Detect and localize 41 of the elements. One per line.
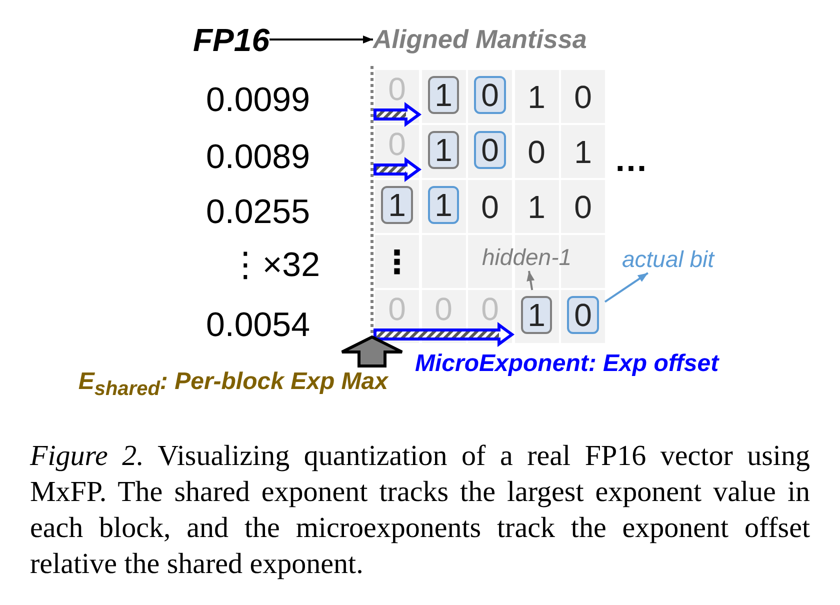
shared-exponent-label: E$_{shared}$: Per-block Exp Max [78,368,388,402]
figure-caption: Figure 2. Visualizing quantization of a real FP16 vector using MxFP. The shared exponent tracks the largest exponent value in each block, and the microexponents track the exponent offset relative the shared exponent. [30,439,810,582]
grid-cell [561,290,605,343]
bit-digit: 1 [528,189,546,225]
highlighted-bit: 0 [567,296,599,334]
annotation-label: actual bit [622,246,714,273]
annotation-label: hidden-1 [482,244,572,271]
arrow [270,36,373,44]
bit-digit: 0 [574,189,592,225]
grid-cell [375,235,419,288]
microexponent-label: MicroExponent: Exp offset [415,350,719,378]
bit-digit: 0 [481,189,499,225]
ellipsis: … [614,140,648,180]
leader-line [526,270,535,290]
bit-digit: 1 [574,134,592,170]
highlighted-bit: 1 [428,131,460,169]
highlighted-bit: 1 [428,76,460,114]
column-heading: FP16 [193,21,270,59]
column-heading: Aligned Mantissa [373,24,587,55]
highlighted-bit: 0 [474,76,506,114]
highlighted-bit: 1 [381,186,413,224]
grid-cell [422,70,466,123]
value-label: 0.0099 [206,80,310,120]
leader-line [604,272,648,303]
highlighted-bit: 0 [474,131,506,169]
grid-cell [422,125,466,178]
value-label: 0.0054 [206,305,310,345]
grid-cell [422,180,466,233]
grid-cell [514,290,558,343]
grid-cell [468,70,512,123]
bit-digit: 0 [528,134,546,170]
bit-digit: 0 [574,79,592,115]
value-label: 0.0255 [206,192,310,232]
highlighted-bit: 1 [428,186,460,224]
repeat-count-label: ⋮×32 [228,245,320,285]
highlighted-bit: 1 [520,296,552,334]
grid-cell [375,180,419,233]
vertical-ellipsis: ⋮ [381,244,413,280]
grid-cell [468,125,512,178]
bit-digit: 1 [528,79,546,115]
value-label: 0.0089 [206,137,310,177]
